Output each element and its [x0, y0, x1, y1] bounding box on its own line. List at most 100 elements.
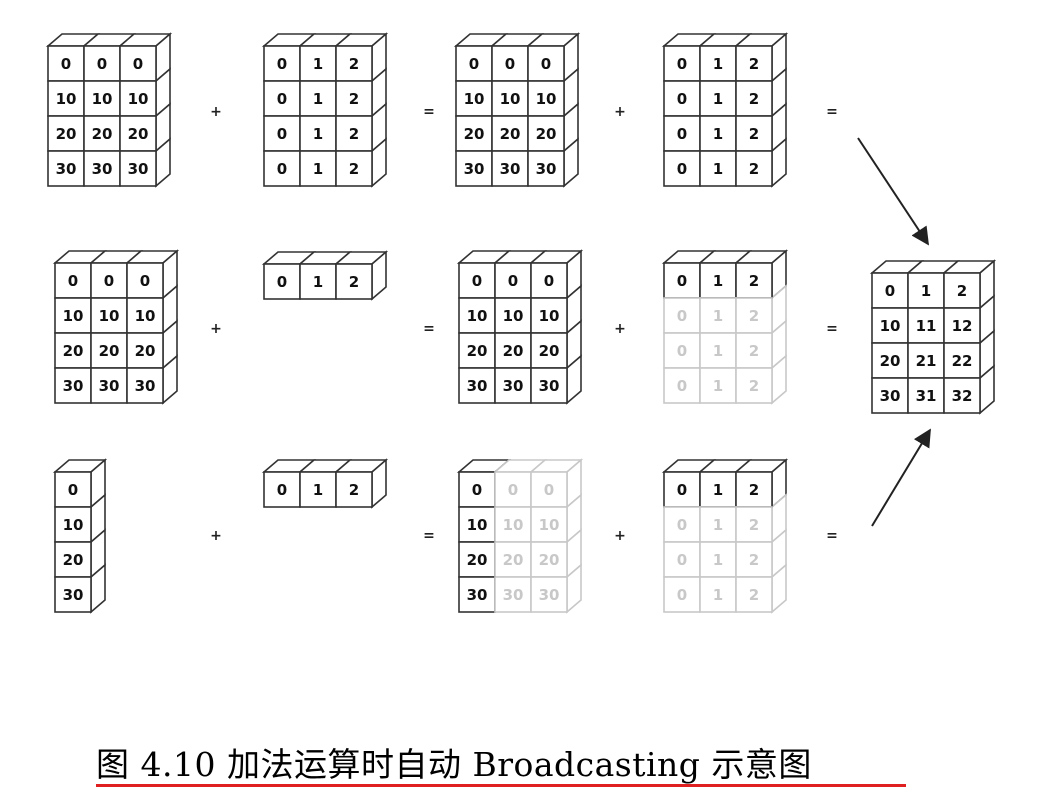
cell-value: 2 [749, 90, 759, 108]
block-cell [943, 307, 981, 344]
figure-caption: 图 4.10 加法运算时自动 Broadcasting 示意图 [96, 738, 908, 788]
cell-value: 20 [503, 342, 524, 360]
cell-value: 0 [541, 55, 551, 73]
cell-value: 30 [500, 160, 521, 178]
cell-value: 32 [952, 387, 973, 405]
block-cell [735, 506, 773, 543]
block-cell [458, 367, 496, 404]
cell-value: 20 [464, 125, 485, 143]
cell-value: 20 [467, 342, 488, 360]
block-cell [299, 471, 337, 508]
block-cell [54, 471, 92, 508]
cell-value: 10 [56, 90, 77, 108]
cell-value: 10 [63, 307, 84, 325]
block-cell [735, 471, 773, 508]
block-cell [299, 150, 337, 187]
block-cell [494, 332, 532, 369]
cell-value: 10 [500, 90, 521, 108]
cell-value: 0 [277, 90, 287, 108]
cell-value: 0 [472, 272, 482, 290]
block-cell [47, 80, 85, 117]
cell-value: 0 [277, 55, 287, 73]
plus-sign: + [614, 104, 626, 120]
block-cell [126, 367, 164, 404]
cell-value: 0 [472, 481, 482, 499]
block-cell [907, 272, 945, 309]
cell-value: 10 [880, 317, 901, 335]
cell-value: 11 [916, 317, 937, 335]
cell-value: 0 [140, 272, 150, 290]
cell-value: 12 [952, 317, 973, 335]
block-cell [663, 576, 701, 613]
cell-value: 0 [469, 55, 479, 73]
cell-value: 20 [500, 125, 521, 143]
cell-value: 1 [921, 282, 931, 300]
cell-value: 20 [539, 551, 560, 569]
block-cell [119, 150, 157, 187]
cell-value: 1 [713, 307, 723, 325]
block-cell [530, 367, 568, 404]
cell-value: 1 [713, 551, 723, 569]
block-cell [263, 150, 301, 187]
cell-value: 2 [349, 55, 359, 73]
block-cell [494, 297, 532, 334]
block-cell [943, 377, 981, 414]
cell-value: 2 [749, 342, 759, 360]
cell-value: 20 [63, 551, 84, 569]
cell-value: 1 [313, 160, 323, 178]
cell-value: 1 [713, 342, 723, 360]
cell-value: 20 [536, 125, 557, 143]
block-cell [699, 471, 737, 508]
block-cell [735, 367, 773, 404]
cell-value: 0 [677, 342, 687, 360]
block-cell [335, 263, 373, 300]
cell-value: 0 [508, 272, 518, 290]
block-cell [907, 307, 945, 344]
cell-value: 2 [749, 377, 759, 395]
equals-sign: = [826, 104, 838, 120]
block-cell [699, 367, 737, 404]
cell-value: 0 [677, 377, 687, 395]
cell-value: 2 [957, 282, 967, 300]
cell-value: 0 [68, 272, 78, 290]
cell-value: 30 [503, 377, 524, 395]
cell-value: 0 [677, 90, 687, 108]
cell-value: 30 [135, 377, 156, 395]
block-cell [455, 45, 493, 82]
cell-value: 1 [713, 160, 723, 178]
cell-value: 30 [880, 387, 901, 405]
arrow-row-3 [871, 428, 931, 527]
block-cell [54, 506, 92, 543]
cell-value: 30 [467, 586, 488, 604]
block-cell [458, 541, 496, 578]
cell-value: 30 [128, 160, 149, 178]
cell-value: 30 [92, 160, 113, 178]
block-cell [871, 272, 909, 309]
block-cell [126, 332, 164, 369]
block-cell [943, 342, 981, 379]
cell-value: 20 [56, 125, 77, 143]
cell-value: 10 [503, 516, 524, 534]
block-cell [83, 80, 121, 117]
cell-value: 2 [349, 125, 359, 143]
cell-value: 2 [349, 273, 359, 291]
cell-value: 1 [313, 55, 323, 73]
cell-value: 10 [92, 90, 113, 108]
cell-value: 0 [885, 282, 895, 300]
cell-value: 30 [536, 160, 557, 178]
cell-value: 0 [677, 481, 687, 499]
block-cell [335, 150, 373, 187]
block-cell [663, 150, 701, 187]
plus-sign: + [210, 528, 222, 544]
block-cell [47, 115, 85, 152]
cell-value: 2 [349, 481, 359, 499]
cell-value: 20 [467, 551, 488, 569]
cell-value: 30 [56, 160, 77, 178]
plus-sign: + [210, 321, 222, 337]
cell-value: 2 [749, 307, 759, 325]
